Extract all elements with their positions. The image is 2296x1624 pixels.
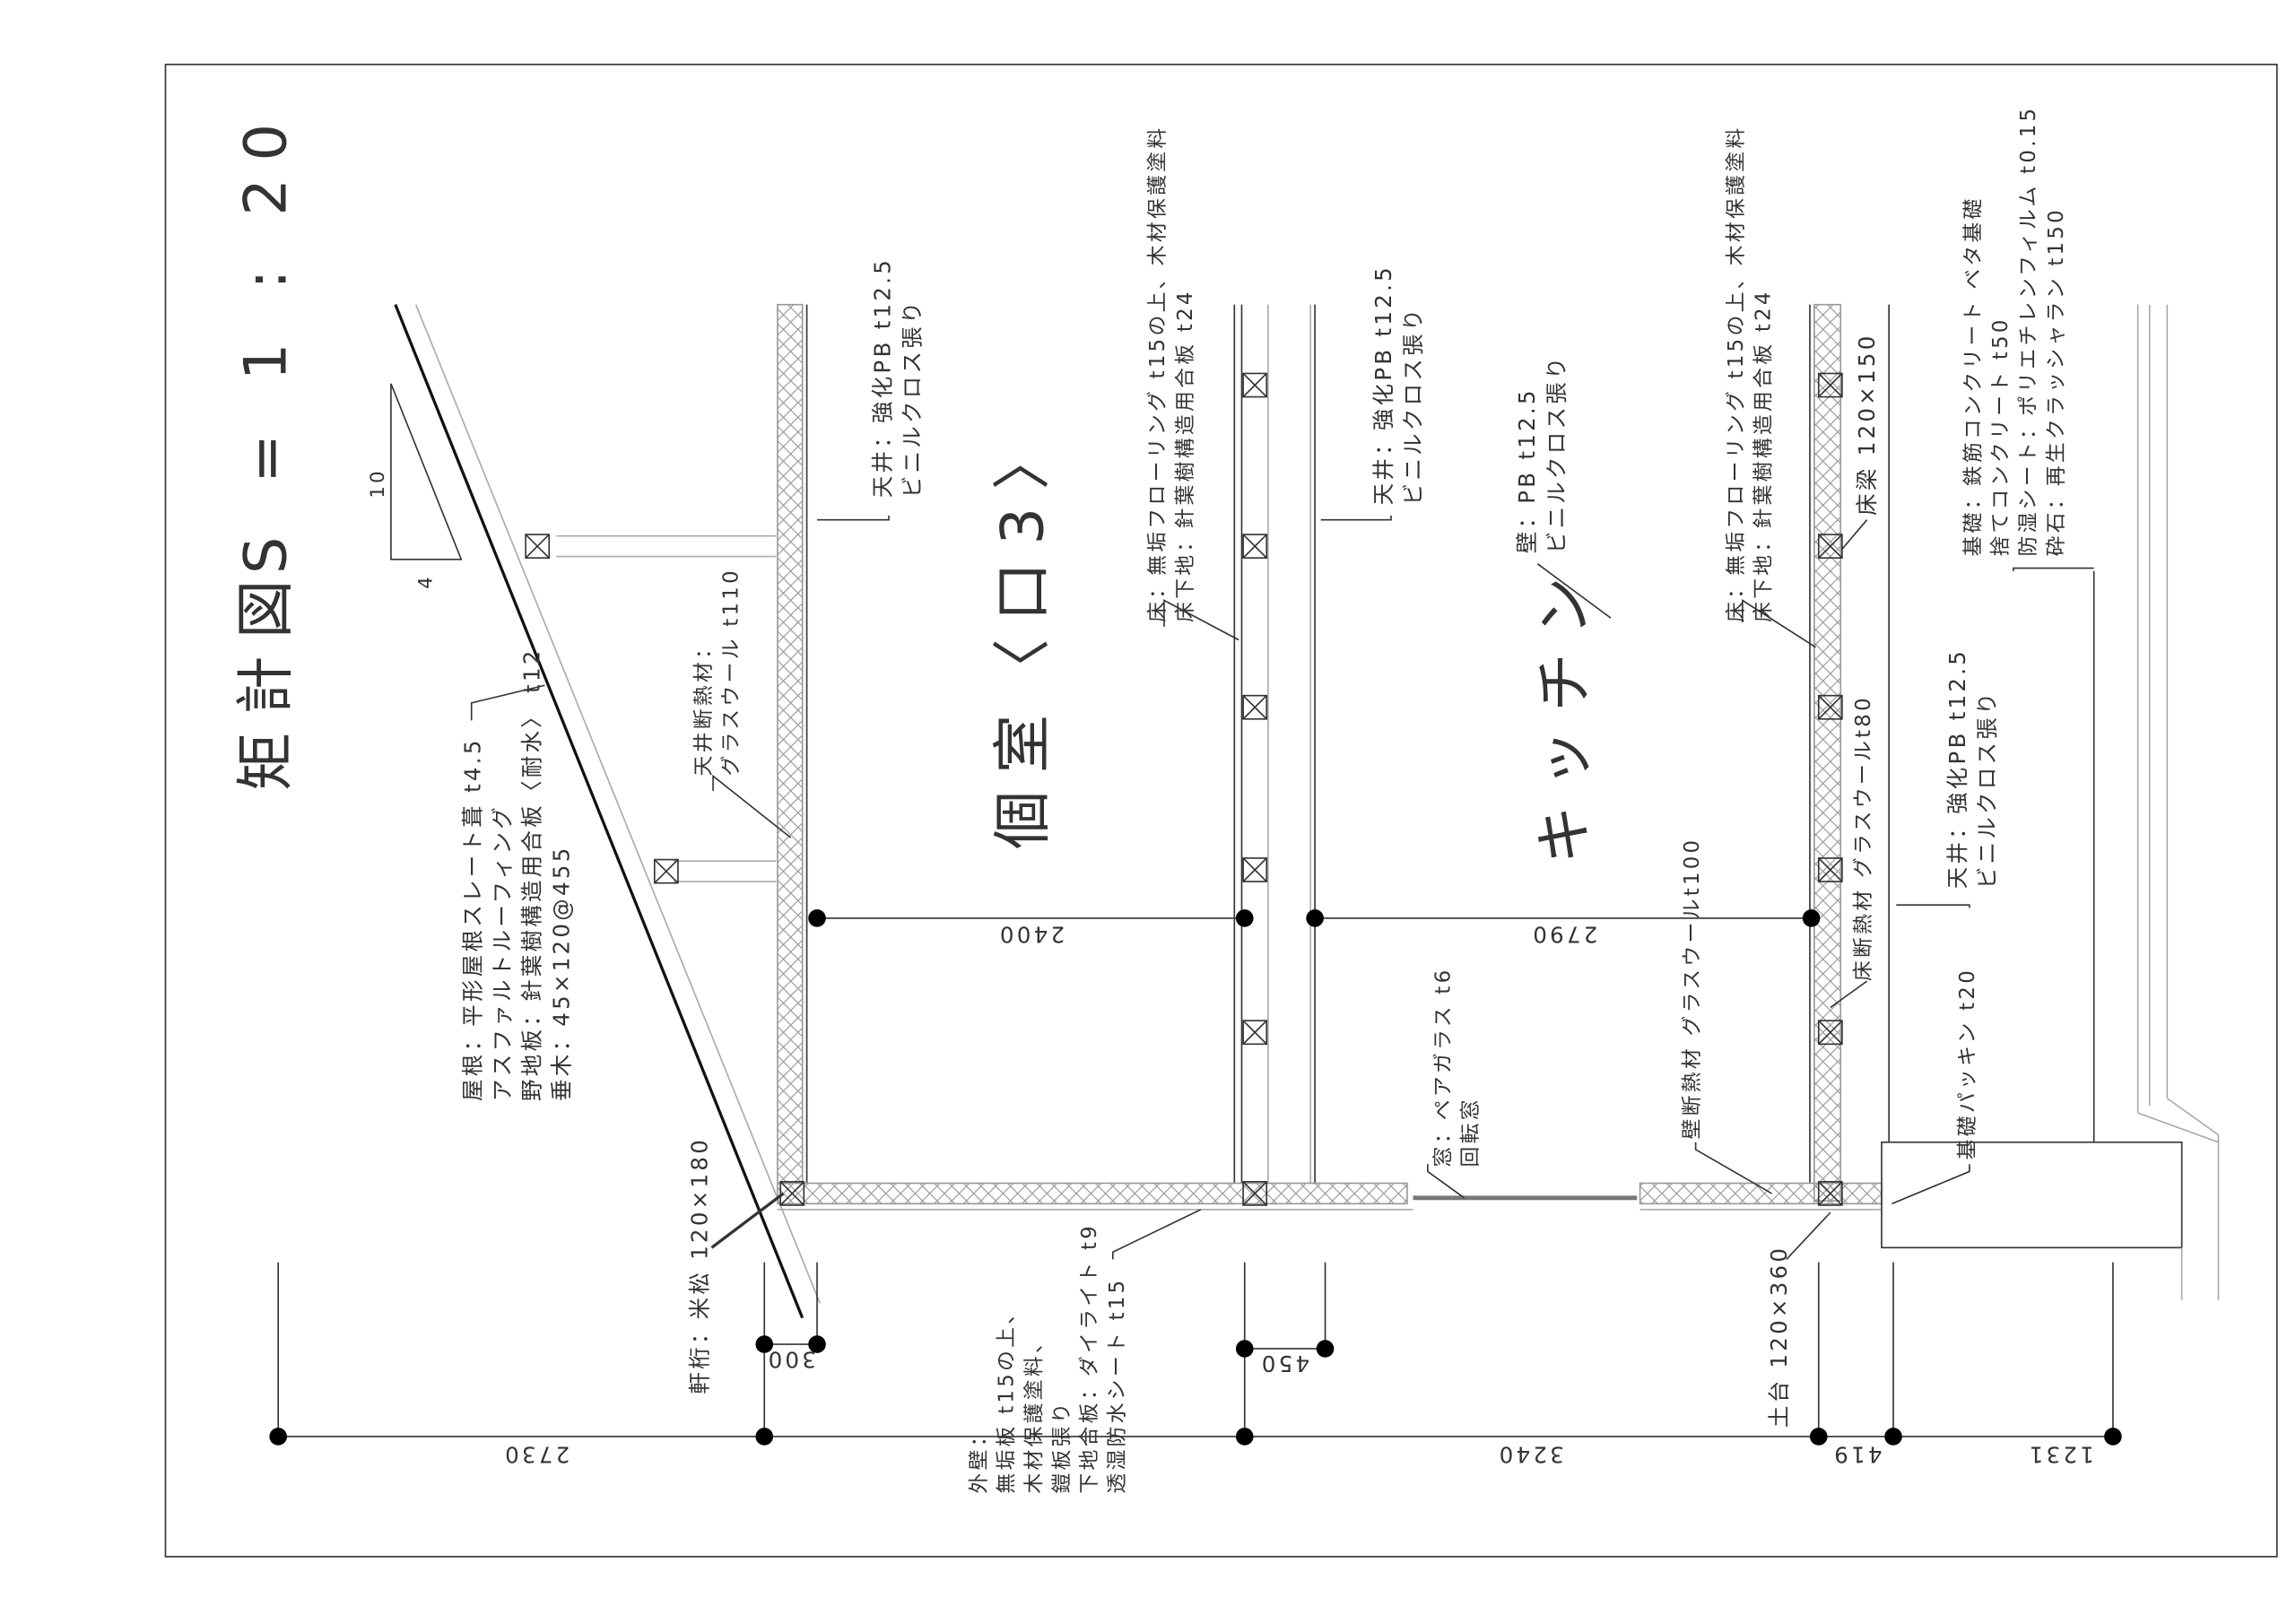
- room-name-private: 個室〈口3〉: [988, 413, 1057, 849]
- leader-lines: [470, 515, 2094, 1260]
- dimension-dot: [269, 1428, 287, 1446]
- note-ceiling-2f: 天井：強化PB t12.5: [870, 257, 896, 498]
- ceiling-insulation-band: [777, 303, 804, 1185]
- beam-box: [1817, 1181, 1843, 1206]
- foundation: [1881, 304, 2220, 1301]
- beam-box: [1817, 372, 1843, 398]
- note-ceiling-insulation: 天井断熱材：: [692, 636, 716, 777]
- note-floor-1f: 床：無垢フローリング t15の上、木材保護塗料: [1725, 126, 1748, 622]
- note-roof: 垂木：45×120@455: [549, 845, 575, 1101]
- dim-2790: 2790: [1530, 922, 1597, 948]
- dim-419: 419: [1831, 1441, 1883, 1467]
- note-floor-beam: 床梁 120×150: [1854, 333, 1880, 515]
- dim-3240: 3240: [1496, 1441, 1563, 1467]
- note-ceiling-lower: 天井：強化PB t12.5: [1944, 648, 1970, 889]
- beam-box: [1242, 694, 1268, 720]
- beam-box: [1242, 857, 1268, 882]
- note-window: 回転窓: [1459, 1097, 1483, 1167]
- note-roof: 野地板：針葉樹構造用合板〈耐水〉 t12: [519, 647, 545, 1101]
- dimension-dots: [269, 909, 2122, 1446]
- exterior-wall-band: [777, 1182, 1408, 1205]
- dim-2400: 2400: [997, 922, 1065, 948]
- beam-box: [1817, 1020, 1843, 1046]
- dimension-dot: [1809, 1428, 1828, 1446]
- dimension-lines: [277, 917, 2114, 1437]
- drawing-border: [164, 64, 2278, 1558]
- note-roof: アスファルトルーフィング: [490, 804, 516, 1101]
- dimension-dot: [1235, 1340, 1254, 1358]
- drawing-title: 矩計図: [231, 562, 300, 791]
- beam-box: [1817, 534, 1843, 559]
- dimension-dot: [755, 1428, 774, 1446]
- slope-run: 4: [415, 574, 438, 589]
- floor-insulation-band: [1813, 303, 1842, 1202]
- beam-box: [1242, 1181, 1268, 1206]
- note-exterior-wall: 透湿防水シート t15: [1106, 1278, 1129, 1494]
- beam-box: [653, 858, 679, 884]
- note-ceiling-1f: 天井：強化PB t12.5: [1370, 265, 1396, 505]
- dimension-dot: [808, 1335, 826, 1353]
- note-floor-insulation: 床断熱材 グラスウールt80: [1852, 695, 1875, 981]
- note-ceiling-2f: ビニルクロス張り: [900, 299, 926, 498]
- dimension-dot: [1235, 1428, 1254, 1446]
- dimension-dot: [808, 909, 826, 927]
- note-ceiling-lower: ビニルクロス張り: [1974, 690, 2000, 889]
- dim-300: 300: [765, 1346, 816, 1372]
- note-exterior-wall: 下地合板：ダイライト t9: [1078, 1223, 1101, 1494]
- note-floor-2f: 床：無垢フローリング t15の上、木材保護塗料: [1146, 126, 1170, 622]
- dimension-dot: [1235, 909, 1254, 927]
- slope-triangle: [390, 383, 463, 560]
- note-wall: ビニルクロス張り: [1544, 354, 1570, 553]
- dim-2730: 2730: [502, 1441, 570, 1467]
- beam-sections: [525, 372, 1843, 1206]
- dimension-dot: [1316, 1340, 1335, 1358]
- note-exterior-wall: 鎧板張り: [1050, 1400, 1074, 1493]
- beam-box: [1242, 1020, 1268, 1046]
- note-ceiling-1f: ビニルクロス張り: [1400, 306, 1426, 505]
- note-floor-2f: 床下地：針葉樹構造用合板 t24: [1174, 289, 1197, 622]
- dimension-dot: [1884, 1428, 1902, 1446]
- note-floor-1f: 床下地：針葉樹構造用合板 t24: [1752, 289, 1776, 622]
- beam-box: [1242, 372, 1268, 398]
- note-sill: 土台 120×360: [1766, 1246, 1792, 1428]
- note-roof: 屋根：平形屋根スレート葺 t4.5: [460, 737, 486, 1101]
- room-name-kitchen: キッチン: [1531, 560, 1599, 864]
- beam-box: [1817, 857, 1843, 882]
- drawing-scale: S = 1 : 20: [231, 106, 300, 574]
- note-foundation: 基礎：鉄筋コンクリート ベタ基礎: [1961, 195, 1985, 556]
- dimension-dot: [755, 1335, 774, 1353]
- roof: [394, 304, 822, 1319]
- note-foundation-packing: 基礎パッキン t20: [1956, 968, 1979, 1159]
- beam-box: [1817, 694, 1843, 720]
- note-wall-insulation: 壁断熱材 グラスウールt100: [1681, 838, 1704, 1140]
- dimension-dot: [1306, 909, 1324, 927]
- note-exterior-wall: 外壁：: [968, 1423, 991, 1493]
- beam-box: [1242, 534, 1268, 559]
- dimension-dot: [1802, 909, 1821, 927]
- note-window: 窓：ペアガラス t6: [1431, 968, 1455, 1168]
- beam-box: [525, 534, 551, 559]
- note-wall: 壁：PB t12.5: [1514, 387, 1540, 553]
- dim-1231: 1231: [2026, 1441, 2093, 1467]
- slope-rise: 10: [367, 468, 389, 499]
- dimension-dot: [2104, 1428, 2122, 1446]
- note-foundation: 砕石：再生クラッシャラン t150: [2045, 207, 2068, 557]
- note-exterior-wall: 無垢板 t15の上、: [996, 1301, 1019, 1494]
- note-ceiling-insulation: グラスウール t110: [720, 568, 744, 776]
- note-foundation: 捨てコンクリート t50: [1989, 317, 2013, 556]
- note-eaves-beam: 軒桁：米松 120×180: [687, 1137, 713, 1394]
- dim-450: 450: [1259, 1350, 1310, 1376]
- note-exterior-wall: 木材保護塗料、: [1022, 1330, 1046, 1494]
- note-foundation: 防湿シート：ポリエチレンフィルム t0.15: [2017, 106, 2040, 557]
